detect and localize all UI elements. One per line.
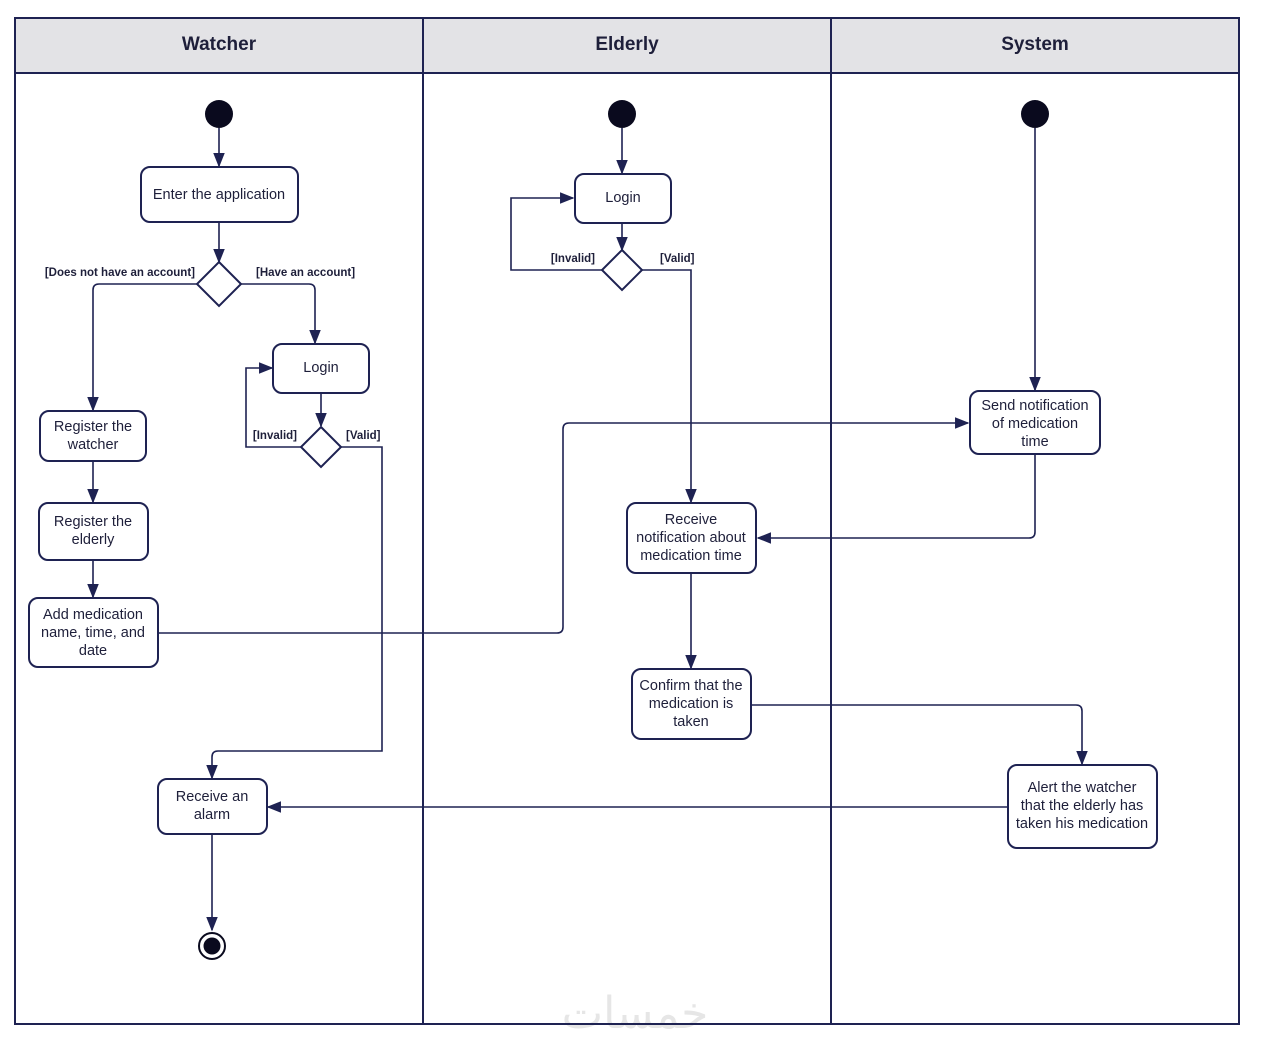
action-confirm-taken [631,668,752,740]
flow-arrow-valid [206,446,383,780]
lane-border [14,17,1240,1025]
flow-arrow-to-send-notification [158,417,970,634]
lane-header-band [14,17,1240,74]
start-node-elderly [608,100,636,128]
start-node-system [1021,100,1049,128]
node-label: Enter the application [153,187,285,203]
guard-labels: [Does not have an account] [Have an acco… [45,253,695,442]
end-node [198,932,226,960]
node-label: taken his medication [1016,816,1148,832]
flow-arrow-invalid-loop [245,362,301,448]
node-label: Login [303,360,338,376]
node-label: date [79,643,107,659]
action-register-elderly [38,502,149,561]
flow-arrow-have-account [241,283,321,345]
lane-title-elderly: Elderly [595,34,659,55]
node-label: notification about [636,530,746,546]
node-label: Register the [54,514,132,530]
node-label: elderly [72,532,115,548]
node-label: Receive [665,512,717,528]
node-labels: Enter the application Login Register the… [41,187,1148,832]
action-node-boxes [28,166,1158,849]
node-label: watcher [67,437,119,453]
start-node-watcher [205,100,233,128]
decision-account [195,260,243,308]
connectors [87,128,1088,932]
node-label: of medication [992,416,1078,432]
action-receive-notification [626,502,757,574]
flow-arrow-invalid-loop [510,192,602,271]
decision-watcher-login [299,425,343,469]
action-add-medication [28,597,159,668]
flow-arrow-to-receive-notification [756,454,1036,544]
guard-elderly-invalid: [Invalid] [551,253,595,265]
flow-arrow-valid [642,269,697,504]
flow-arrow-to-alert [751,704,1088,766]
node-label: Confirm that the [639,678,742,694]
decision-nodes [195,248,644,469]
node-label: taken [673,714,708,730]
node-label: Receive an [176,789,249,805]
action-elderly-login [574,173,672,224]
node-label: Alert the watcher [1028,780,1137,796]
node-label: Send notification [981,398,1088,414]
action-register-watcher [39,410,147,462]
node-label: Register the [54,419,132,435]
guard-elderly-valid: [Valid] [660,253,695,265]
node-label: name, time, and [41,625,145,641]
guard-watcher-valid: [Valid] [346,430,381,442]
lane-title-watcher: Watcher [182,34,257,55]
guard-have-account: [Have an account] [256,267,355,279]
action-watcher-login [272,343,370,394]
node-label: Login [605,190,640,206]
swimlane-frame [14,17,1240,1025]
action-receive-alarm [157,778,268,835]
action-enter-application [140,166,299,223]
node-label: alarm [194,807,230,823]
action-send-notification [969,390,1101,455]
lane-title-system: System [1001,34,1069,55]
node-label: time [1021,434,1048,450]
node-label: Add medication [43,607,143,623]
node-label: that the elderly has [1021,798,1144,814]
flow-arrow-no-account [87,283,197,412]
guard-watcher-invalid: [Invalid] [253,430,297,442]
guard-no-account: [Does not have an account] [45,267,195,279]
action-alert-watcher [1007,764,1158,849]
watermark: خمسات [562,988,709,1039]
node-label: medication time [640,548,742,564]
node-label: medication is [649,696,734,712]
decision-elderly-login [600,248,644,292]
